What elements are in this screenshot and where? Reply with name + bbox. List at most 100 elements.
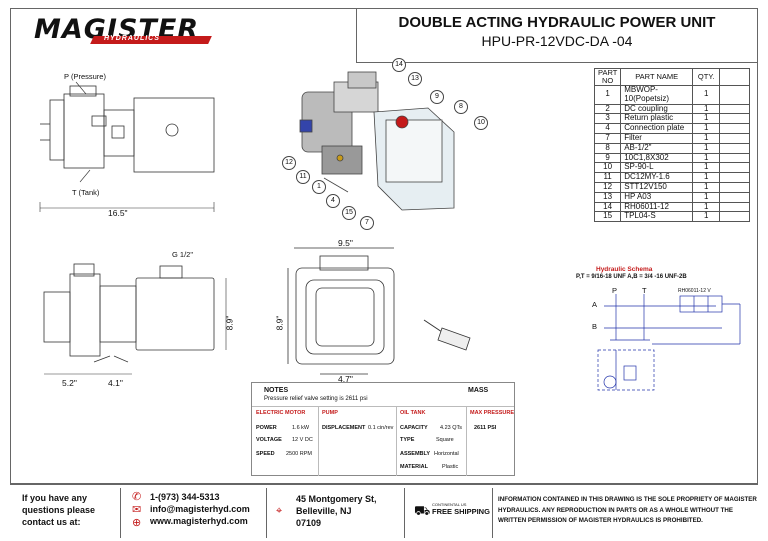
part-balloon: 7: [360, 216, 374, 230]
part-balloon: 14: [392, 58, 406, 72]
cell-blank: [719, 201, 751, 213]
end-width-dim: 9.5": [338, 238, 353, 248]
cell-part-no: 12: [593, 181, 622, 193]
maxp-head: MAX PRESSURE: [470, 410, 515, 416]
cell-blank: [719, 191, 751, 203]
assembly-key: ASSEMBLY: [400, 451, 431, 457]
part-balloon: 11: [296, 170, 310, 184]
speed-key: SPEED: [256, 451, 275, 457]
ship-small: CONTINENTAL US: [432, 502, 467, 507]
logo-sub: HYDRAULICS: [104, 35, 160, 42]
schema-b: B: [592, 322, 598, 331]
g-port-label: G 1/2": [172, 250, 194, 259]
footer-addr1: 45 Montgomery St,: [296, 494, 377, 504]
footer-email[interactable]: info@magisterhyd.com: [150, 504, 250, 514]
cell-part-name: Filter: [620, 132, 694, 144]
dim-4-1: 4.1": [108, 378, 123, 388]
cell-blank: [719, 181, 751, 193]
part-balloon: 13: [408, 72, 422, 86]
power-val: 1.6 kW: [292, 425, 310, 431]
location-icon: ⌖: [276, 505, 283, 517]
cell-part-name: Connection plate: [620, 123, 694, 134]
end-bottom-dim: 4.7": [338, 374, 353, 384]
cell-part-no: 8: [593, 142, 622, 154]
cell-part-no: 15: [593, 211, 622, 223]
notes-panel: NOTES MASS Pressure relief valve setting…: [251, 382, 515, 476]
cell-part-name: DC12MY-1.6: [620, 172, 694, 183]
cell-blank: [719, 132, 751, 144]
free-shipping: FREE SHIPPING: [432, 507, 490, 516]
cell-blank: [719, 211, 751, 223]
schema-valve-label: RH06011-12 V: [678, 288, 711, 294]
cell-qty: 1: [692, 191, 721, 203]
email-icon: ✉: [132, 504, 142, 516]
footer-web[interactable]: www.magisterhyd.com: [150, 516, 248, 526]
cell-blank: [719, 85, 751, 105]
footer-addr3: 07109: [296, 518, 322, 528]
part-balloon: 4: [326, 194, 340, 208]
drawing-title: DOUBLE ACTING HYDRAULIC POWER UNIT: [398, 14, 716, 31]
cell-part-no: 11: [593, 172, 622, 183]
footer-q2: questions please: [22, 505, 96, 515]
cell-blank: [719, 152, 751, 164]
assembly-val: Horizontal: [434, 451, 459, 457]
motor-head: ELECTRIC MOTOR: [256, 410, 306, 416]
part-balloon: 1: [312, 180, 326, 194]
cell-qty: 1: [692, 181, 721, 193]
pump-head: PUMP: [322, 410, 338, 416]
cell-qty: 1: [692, 211, 721, 223]
schema-title: Hydraulic Schema: [596, 266, 653, 273]
cell-part-no: 13: [593, 191, 622, 203]
col-part-name: PART NAME: [620, 68, 694, 86]
cell-part-name: HP A03: [620, 191, 694, 203]
footer-addr2: Belleville, NJ: [296, 506, 352, 516]
tank-head: OIL TANK: [400, 410, 426, 416]
schema-t: T: [642, 286, 647, 295]
footer: If you have any questions please contact…: [0, 484, 768, 541]
speed-val: 2500 RPM: [286, 451, 312, 457]
mass-title: MASS: [468, 387, 489, 394]
part-balloon: 15: [342, 206, 356, 220]
dim-5-2: 5.2": [62, 378, 77, 388]
schema-threads: P,T = 9/16-18 UNF A,B = 3/4 -16 UNF-2B: [576, 274, 687, 280]
t-tank-label: T (Tank): [72, 188, 100, 197]
footer-phone[interactable]: 1-(973) 344-5313: [150, 492, 220, 502]
truck-icon: ⛟: [414, 503, 431, 518]
schema-p: P: [612, 286, 618, 295]
cell-blank: [719, 162, 751, 174]
title-underline: [356, 62, 758, 63]
part-balloon: 9: [430, 90, 444, 104]
col-blank: [719, 68, 751, 86]
schema-a: A: [592, 300, 598, 309]
cell-qty: 1: [692, 85, 721, 105]
side-view-drawing: [39, 81, 215, 212]
cell-blank: [719, 103, 751, 115]
footer-q1: If you have any: [22, 493, 88, 503]
type-val: Square: [436, 437, 454, 443]
isometric-view: [299, 71, 455, 211]
title-divider: [356, 8, 357, 63]
cell-blank: [719, 142, 751, 154]
front-view-drawing: [43, 263, 227, 375]
legal-notice: INFORMATION CONTAINED IN THIS DRAWING IS…: [498, 496, 757, 524]
cell-blank: [719, 172, 751, 183]
col-qty: QTY.: [692, 68, 721, 86]
cell-part-no: 7: [593, 132, 622, 144]
cell-part-name: TPL04-S: [620, 211, 694, 223]
type-key: TYPE: [400, 437, 415, 443]
drawing-frame: [10, 8, 758, 484]
footer-q3: contact us at:: [22, 517, 81, 527]
cell-qty: 1: [692, 172, 721, 183]
voltage-val: 12 V DC: [292, 437, 313, 443]
disp-val: 0.1 cin/rev: [368, 425, 394, 431]
power-key: POWER: [256, 425, 277, 431]
